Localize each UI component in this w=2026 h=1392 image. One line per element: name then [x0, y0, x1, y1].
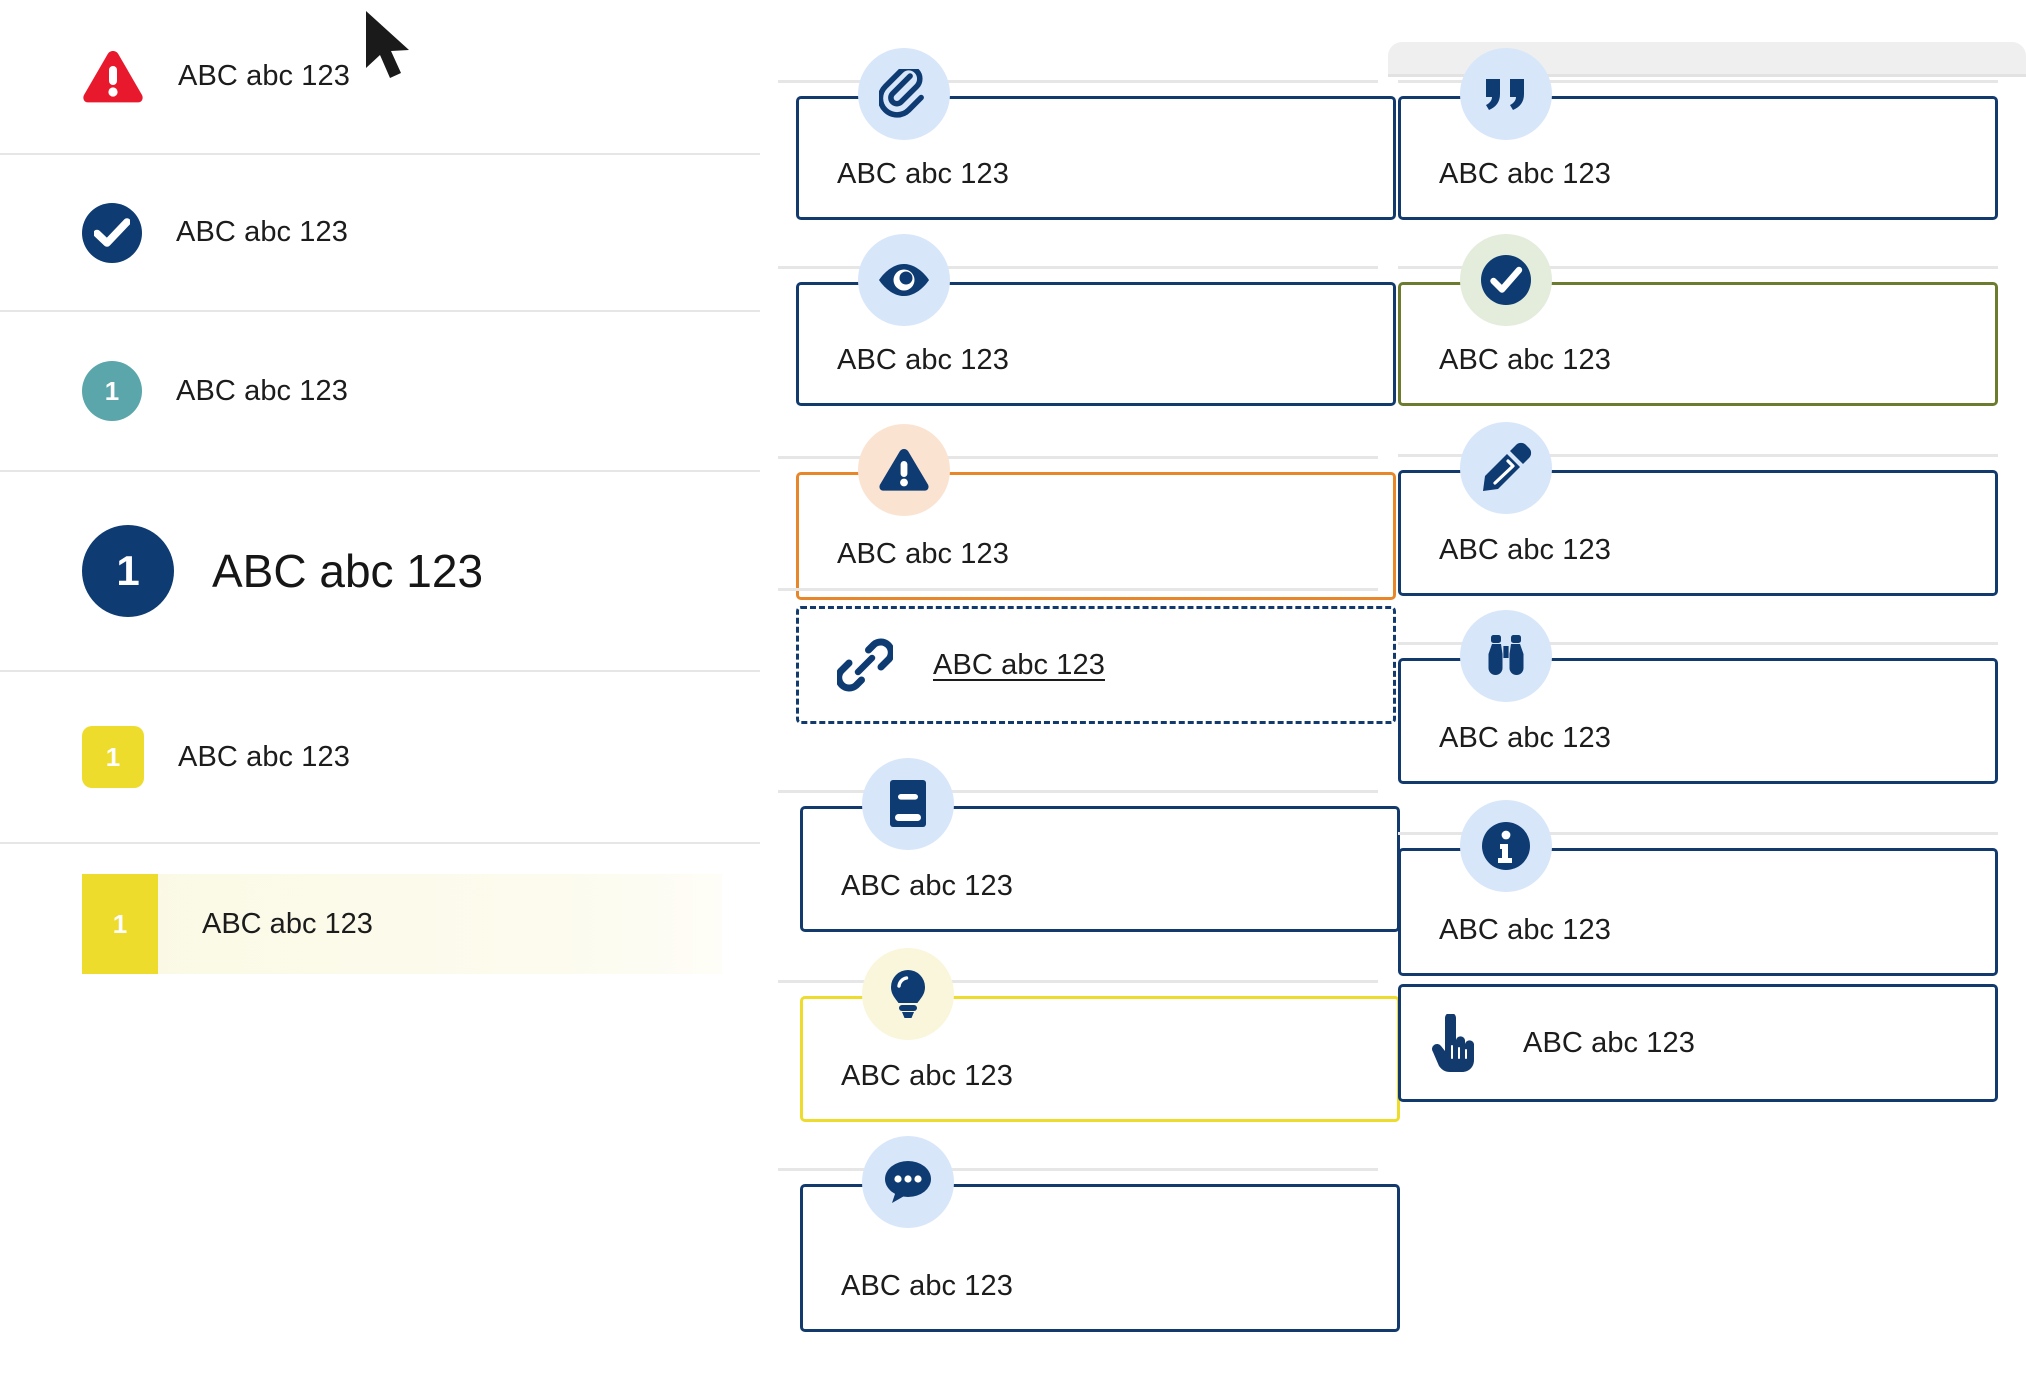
book-icon [862, 758, 954, 850]
card-slot: ABC abc 123 [778, 716, 1400, 932]
sidebar-item-numbered-yellow[interactable]: 1 ABC abc 123 [0, 672, 760, 844]
eye-icon [858, 234, 950, 326]
hand-pointer-icon [1431, 1014, 1483, 1072]
sidebar-item-label: ABC abc 123 [176, 374, 348, 407]
divider [778, 588, 1378, 591]
check-circle-icon [82, 202, 142, 263]
number-circle-large-icon: 1 [82, 525, 174, 617]
divider [778, 80, 1378, 83]
binoculars-icon [1460, 610, 1552, 702]
divider [778, 456, 1378, 459]
sidebar-item-selected[interactable]: 1 ABC abc 123 [0, 844, 760, 1004]
link-chain-icon [837, 637, 893, 693]
card-action[interactable]: ABC abc 123 [1398, 984, 1998, 1102]
divider [1398, 454, 1998, 457]
card-slot: ABC abc 123 [1398, 758, 1998, 976]
sidebar-item-label: ABC abc 123 [178, 740, 350, 773]
chat-bubble-icon [862, 1136, 954, 1228]
sidebar-item-warning[interactable]: ABC abc 123 [0, 0, 760, 155]
sidebar-item-label: ABC abc 123 [178, 60, 350, 92]
card-slot: ABC abc 123 [778, 190, 1396, 406]
card-label: ABC abc 123 [837, 344, 1009, 376]
number-square-icon: 1 [82, 726, 144, 788]
background-panel-edge [1388, 74, 2026, 77]
divider [1398, 266, 1998, 269]
right-card-column: ABC abc 123 ABC abc 123 ABC abc 123 [1398, 0, 1998, 1110]
divider [778, 790, 1378, 793]
card-slot: ABC abc 123 [778, 0, 1396, 220]
card-slot: ABC abc 123 [1398, 378, 1998, 596]
card-label: ABC abc 123 [1439, 722, 1611, 754]
card-slot: ABC abc 123 [1398, 190, 1998, 406]
card-label: ABC abc 123 [837, 538, 1009, 570]
sidebar-item-label: ABC abc 123 [176, 216, 348, 248]
divider [778, 980, 1378, 983]
divider [778, 1168, 1378, 1171]
card-label: ABC abc 123 [837, 158, 1009, 190]
badge-number: 1 [112, 909, 128, 939]
card-slot: ABC abc 123 [778, 906, 1400, 1122]
warning-triangle-icon [82, 49, 144, 105]
card-label: ABC abc 123 [841, 870, 1013, 902]
card-label: ABC abc 123 [1439, 158, 1611, 190]
sidebar: ABC abc 123 ABC abc 123 1 ABC abc 123 1 … [0, 0, 760, 1392]
card-slot: ABC abc 123 [1398, 568, 1998, 784]
selected-highlight[interactable]: 1 ABC abc 123 [82, 874, 722, 974]
card-slot: ABC abc 123 [1398, 0, 1998, 220]
number-circle-icon: 1 [82, 361, 142, 421]
badge-number: 1 [104, 376, 120, 406]
check-circle-icon [1460, 234, 1552, 326]
card-slot: ABC abc 123 [1398, 950, 1998, 1110]
warning-triangle-icon [858, 424, 950, 516]
card-tip[interactable]: ABC abc 123 [800, 996, 1400, 1122]
card-label: ABC abc 123 [1439, 534, 1611, 566]
paperclip-icon [858, 48, 950, 140]
card-label: ABC abc 123 [1523, 1026, 1695, 1059]
divider [1398, 80, 1998, 83]
sidebar-item-featured[interactable]: 1 ABC abc 123 [0, 472, 760, 672]
pencil-icon [1460, 422, 1552, 514]
card-slot: ABC abc 123 [778, 1094, 1400, 1332]
info-circle-icon [1460, 800, 1552, 892]
card-link[interactable]: ABC abc 123 [796, 606, 1396, 724]
card-slot: ABC abc 123 [778, 568, 1396, 724]
card-label: ABC abc 123 [933, 648, 1105, 681]
divider [778, 266, 1378, 269]
card-label: ABC abc 123 [841, 1270, 1013, 1302]
sidebar-item-label-large: ABC abc 123 [212, 545, 484, 597]
card-label: ABC abc 123 [1439, 914, 1611, 946]
divider [1398, 832, 1998, 835]
badge-number: 1 [116, 547, 140, 594]
card-quote[interactable]: ABC abc 123 [1398, 96, 1998, 220]
card-slot: ABC abc 123 [778, 378, 1396, 600]
card-label: ABC abc 123 [1439, 344, 1611, 376]
middle-card-column: ABC abc 123 ABC abc 123 ABC abc 123 [778, 0, 1400, 1332]
lightbulb-icon [862, 948, 954, 1040]
badge-number: 1 [105, 742, 121, 772]
card-label: ABC abc 123 [841, 1060, 1013, 1092]
sidebar-item-check[interactable]: ABC abc 123 [0, 155, 760, 312]
sidebar-item-label: ABC abc 123 [202, 907, 373, 940]
number-square-icon: 1 [82, 874, 158, 974]
sidebar-item-numbered-teal[interactable]: 1 ABC abc 123 [0, 312, 760, 472]
quote-marks-icon [1460, 48, 1552, 140]
divider [1398, 642, 1998, 645]
